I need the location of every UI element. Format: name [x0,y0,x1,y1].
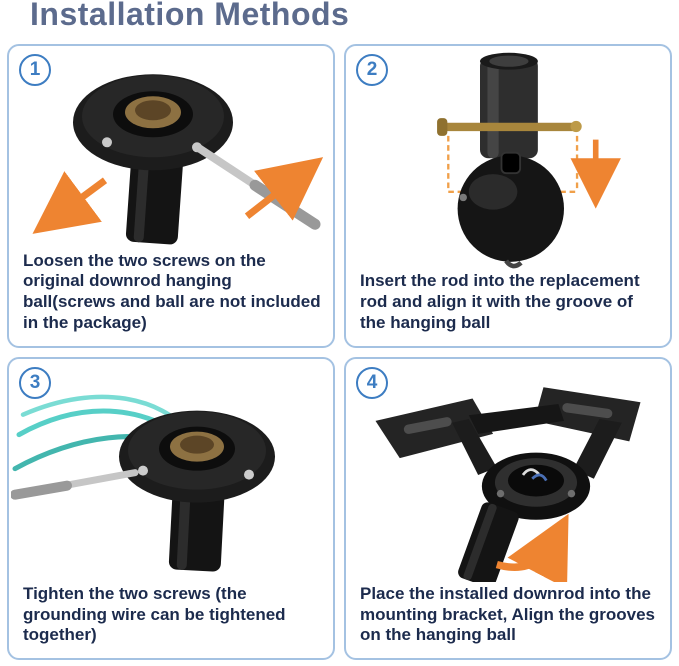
mounting-bracket-photo [375,386,641,582]
step-number-badge: 2 [356,54,388,86]
mounting-bracket-icon [375,386,641,479]
place-arrow-icon [495,513,569,582]
groove-icon [500,151,522,175]
hanging-ball-icon [73,74,233,171]
page-title: Installation Methods [30,0,350,32]
step-4-illustration [346,359,670,582]
hanging-ball-loosen-photo [32,74,324,245]
screw-icon [244,469,254,480]
step-caption: Loosen the two screws on the original do… [23,250,321,332]
screw-icon [459,193,467,202]
step-panel-1: 1 [7,44,335,348]
clevis-pin-icon [437,118,582,136]
step-1-illustration [9,46,333,249]
screw-icon [138,465,148,476]
replacement-rod-icon [480,52,538,159]
step-3-illustration [9,359,333,582]
bracket-ring-icon [481,452,591,520]
step-caption: Insert the rod into the replacement rod … [360,271,640,332]
step-panel-3: 3 [7,356,335,660]
wire-icon [521,467,540,476]
step-number-badge: 4 [356,366,388,399]
screw-icon [567,489,576,497]
step-caption: Tighten the two screws (the grounding wi… [23,583,286,645]
rod-pin-alignment-photo [437,52,621,269]
step-caption: Place the installed downrod into the mou… [360,583,656,645]
step-number-badge: 3 [19,366,51,399]
hanging-ball-tighten-photo [11,394,275,572]
step-panel-2: 2 [344,44,672,348]
hook-icon [504,259,523,269]
screwdriver-icon [11,468,139,500]
steps-grid: 1 [7,44,672,660]
screw-icon [496,489,505,497]
hanging-ball-icon [457,151,564,269]
step-panel-4: 4 [344,356,672,660]
hanging-ball-icon [119,410,275,503]
downrod-icon [458,501,519,582]
loosen-arrow-icon [32,171,108,234]
step-2-illustration [346,46,670,269]
loosen-arrow-icon [244,157,324,221]
screw-icon [102,137,112,148]
step-number-badge: 1 [19,54,51,86]
wire-icon [531,473,548,481]
